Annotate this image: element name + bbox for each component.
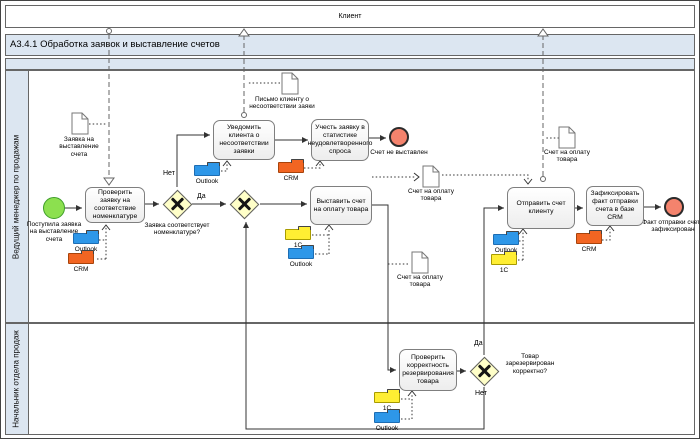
system-label: Outlook (289, 261, 313, 268)
outlook-folder-icon[interactable] (288, 245, 314, 259)
document-label: Счет на оплату товара (397, 274, 443, 289)
task-check-request[interactable]: Проверить заявку на соответствие номенкл… (85, 187, 145, 223)
sequence-flows (65, 132, 661, 430)
process-title-band[interactable]: A3.4.1 Обработка заявок и выставление сч… (5, 34, 695, 56)
document-label: Заявка на выставление счета (59, 136, 99, 158)
message-flows (103, 28, 549, 186)
start-event[interactable] (43, 197, 65, 219)
crm-folder-icon[interactable] (278, 159, 304, 173)
outlook-folder-icon[interactable] (73, 230, 99, 244)
gateway-question-label: Заявка соответствует номенклатуре? (144, 222, 210, 237)
1c-folder-icon[interactable] (374, 389, 400, 403)
lane-label-column: Начальник отдела продаж (6, 324, 29, 434)
task-fix-in-crm[interactable]: Зафиксировать факт отправки счета в базе… (586, 186, 644, 226)
crm-folder-icon[interactable] (68, 250, 94, 264)
system-label: 1С (499, 267, 509, 274)
document-letter-icon[interactable] (281, 72, 299, 100)
document-invoice-icon[interactable] (422, 165, 440, 193)
system-label: CRM (283, 175, 299, 182)
process-title: A3.4.1 Обработка заявок и выставление сч… (10, 39, 220, 50)
1c-folder-icon[interactable] (285, 226, 311, 240)
document-label: Письмо клиенту о несоответствии заяки (249, 96, 315, 111)
system-label: Outlook (486, 247, 526, 254)
task-notify-client[interactable]: Уведомить клиента о несоответствии заявк… (213, 120, 275, 160)
system-label: 1С (293, 242, 303, 249)
lane-label-column: Ведущий менеджер по продажам (6, 71, 29, 322)
gateway-question-label: Товар зарезервирован корректно? (505, 353, 555, 375)
end-event-label: Факт отправки счета зафиксирован (642, 219, 700, 234)
end-event-send-fact-fixed[interactable] (664, 197, 684, 217)
xor-icon (229, 189, 259, 219)
client-pool-label: Клиент (338, 13, 362, 20)
pool-client[interactable]: Клиент (5, 5, 695, 28)
system-label: Outlook (66, 246, 106, 253)
crm-folder-icon[interactable] (576, 230, 602, 244)
outlook-folder-icon[interactable] (493, 231, 519, 245)
lane-head-of-sales[interactable]: Начальник отдела продаж (5, 323, 695, 435)
document-invoice-icon[interactable] (558, 126, 576, 154)
system-label: Outlook (375, 425, 399, 432)
1c-folder-icon[interactable] (491, 251, 517, 265)
associations (89, 82, 615, 420)
flow-label-yes: Да (197, 193, 206, 200)
system-label: CRM (73, 266, 89, 273)
xor-icon (162, 189, 192, 219)
system-label: CRM (581, 246, 597, 253)
flow-label-no: Нет (163, 170, 175, 177)
document-request-icon[interactable] (71, 112, 89, 140)
end-event-label: Счет не выставлен (370, 149, 428, 156)
start-event-label: Поступила заявка на выставление счета (26, 221, 82, 243)
flow-label-yes: Да (474, 340, 483, 347)
task-send-invoice[interactable]: Отправить счет клиенту (507, 187, 575, 229)
system-label: 1С (367, 405, 407, 412)
task-issue-invoice[interactable]: Выставить счет на оплату товара (310, 186, 372, 225)
document-invoice-icon[interactable] (411, 251, 429, 279)
pool-header-strip (5, 58, 695, 70)
flow-label-no: Нет (475, 390, 487, 397)
task-check-reservation[interactable]: Проверить корректность резервирования то… (399, 349, 457, 391)
system-label: Outlook (195, 178, 219, 185)
xor-icon (469, 356, 499, 386)
outlook-folder-icon[interactable] (194, 162, 220, 176)
document-label: Счет на оплату товара (544, 149, 590, 164)
outlook-folder-icon[interactable] (374, 409, 400, 423)
end-event-invoice-not-issued[interactable] (389, 127, 409, 147)
task-account-statistics[interactable]: Учесть заявку в статистике неудовлетворе… (308, 119, 372, 161)
document-label: Счет на оплату товара (408, 188, 454, 203)
